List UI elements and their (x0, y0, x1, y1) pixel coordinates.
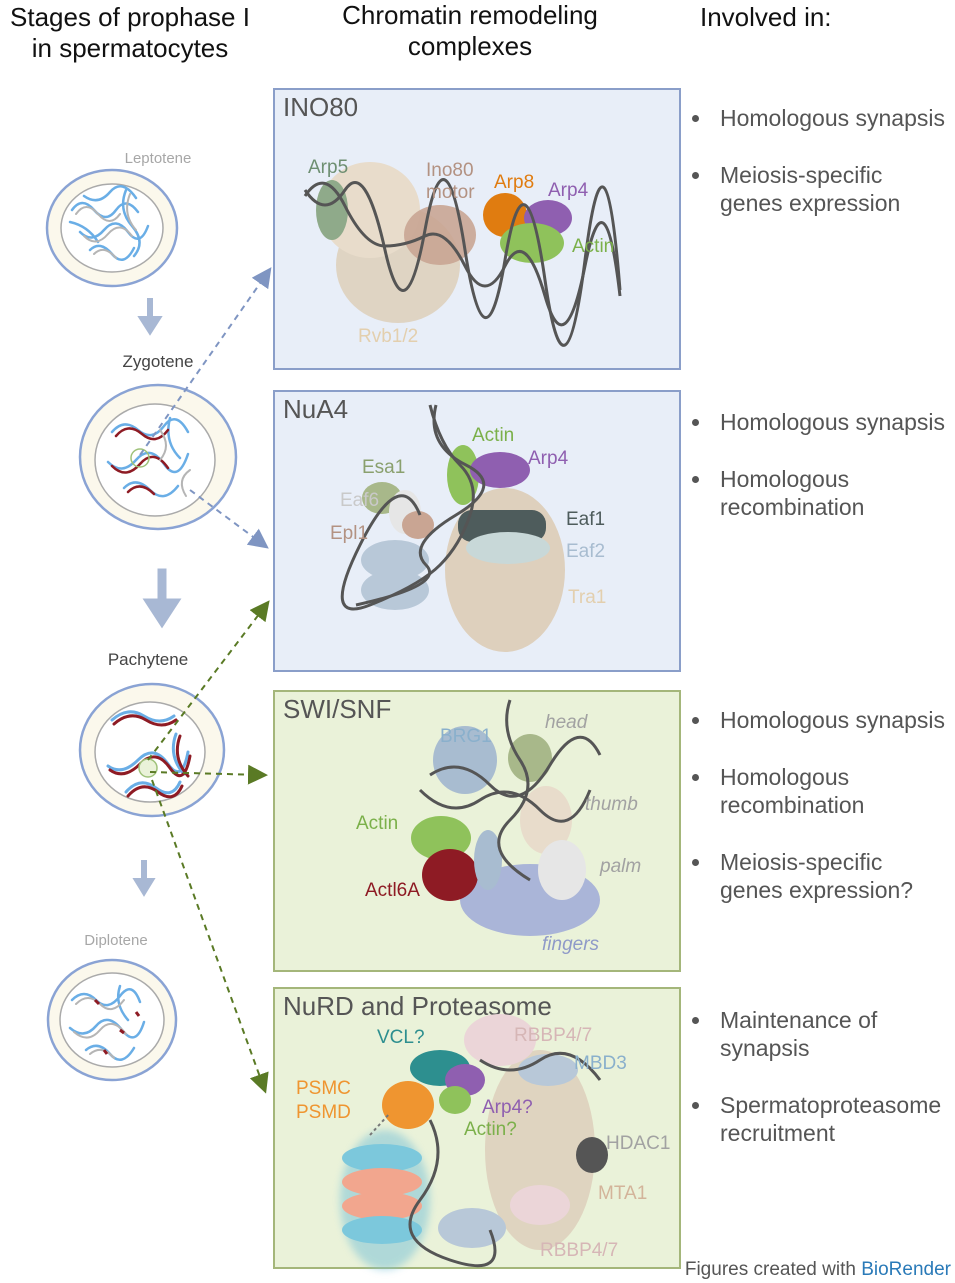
label-arp4-nua4: Arp4 (528, 448, 569, 469)
label-head: head (545, 712, 588, 733)
involved-list-nua4: Homologous synapsis Homologous recombina… (690, 408, 950, 550)
bullet-icon (692, 1017, 699, 1024)
label-epl1: Epl1 (330, 523, 369, 544)
stages-header-line2: in spermatocytes (31, 33, 229, 63)
arrow-zygotene-to-ino80 (139, 267, 272, 456)
stages-header-line1: Stages of prophase I (10, 2, 250, 32)
label-mbd3: MBD3 (574, 1053, 627, 1074)
bullet-icon (692, 1102, 699, 1109)
stage-label-leptotene: Leptotene (124, 150, 192, 167)
list-item: Homologous recombination (690, 465, 950, 521)
complexes-header: Chromatin remodeling complexes (300, 0, 640, 62)
arrow-pachytene-to-swisnf (149, 764, 268, 785)
list-item: Homologous synapsis (690, 706, 950, 734)
label-arp4-nurd: Arp4? (482, 1097, 533, 1118)
list-item: Homologous synapsis (690, 408, 950, 436)
credit-prefix: Figures created with (684, 1259, 862, 1280)
label-thumb: thumb (585, 794, 638, 815)
label-rvb: Rvb1/2 (358, 326, 419, 347)
list-item: Meiosis-specific genes expression (690, 161, 950, 217)
label-esa1: Esa1 (362, 457, 406, 478)
bullet-icon (692, 774, 699, 781)
label-eaf2: Eaf2 (566, 541, 606, 562)
label-fingers: fingers (542, 934, 600, 955)
bullet-icon (692, 172, 699, 179)
label-tra1: Tra1 (568, 587, 607, 608)
label-actin-swisnf: Actin (356, 813, 399, 834)
involved-text: Homologous synapsis (720, 409, 946, 435)
involved-text: Meiosis-specific genes expression? (720, 849, 914, 903)
panel-title-swisnf: SWI/SNF (283, 694, 392, 724)
involved-text: Homologous recombination (720, 466, 865, 520)
label-brg1: BRG1 (440, 726, 492, 747)
stages-header: Stages of prophase I in spermatocytes (0, 2, 260, 64)
label-ino80-line2: motor (426, 182, 475, 203)
involved-text: Maintenance of synapsis (720, 1007, 878, 1061)
complexes-header-line1: Chromatin remodeling (342, 0, 598, 30)
involved-text: Homologous synapsis (720, 707, 946, 733)
label-psmc: PSMC (296, 1078, 351, 1099)
label-actin-nurd: Actin? (464, 1119, 517, 1140)
panel-title-nua4: NuA4 (283, 394, 349, 424)
bullet-icon (692, 115, 699, 122)
label-actin-ino80: Actin (572, 236, 615, 257)
label-arp4-ino80: Arp4 (548, 180, 589, 201)
label-rbbp-top: RBBP4/7 (514, 1025, 593, 1046)
label-eaf6: Eaf6 (340, 490, 380, 511)
label-rbbp-bot: RBBP4/7 (540, 1240, 619, 1261)
protein-complex-icon-nurd (340, 1014, 608, 1270)
involved-text: Spermatoproteasome recruitment (720, 1092, 942, 1146)
protein-complex-icon-swisnf (411, 699, 602, 936)
involved-text: Homologous recombination (720, 764, 865, 818)
arrow-down-icon-2 (142, 568, 182, 629)
label-arp8: Arp8 (494, 172, 535, 193)
label-hdac1: HDAC1 (606, 1133, 671, 1154)
involved-text: Meiosis-specific genes expression (720, 162, 901, 216)
cell-nucleus-icon-pachytene (78, 682, 226, 818)
list-item: Spermatoproteasome recruitment (690, 1091, 950, 1147)
involved-text: Homologous synapsis (720, 105, 946, 131)
label-ino80-line1: Ino80 (426, 160, 474, 181)
cell-nucleus-icon-diplotene (46, 958, 178, 1082)
label-vcl: VCL? (377, 1027, 425, 1048)
biorender-link[interactable]: BioRender (861, 1259, 951, 1280)
label-palm: palm (600, 856, 642, 877)
label-actin-nua4: Actin (472, 425, 515, 446)
bullet-icon (692, 717, 699, 724)
list-item: Meiosis-specific genes expression? (690, 848, 950, 904)
protein-complex-icon-nua4 (340, 404, 565, 652)
protein-complex-icon-ino80 (303, 162, 622, 347)
involved-list-ino80: Homologous synapsis Meiosis-specific gen… (690, 104, 950, 246)
list-item: Homologous synapsis (690, 104, 950, 132)
bullet-icon (692, 419, 699, 426)
arrow-down-icon-3 (132, 860, 156, 897)
label-actl6a: Actl6A (365, 880, 420, 901)
label-psmd: PSMD (296, 1102, 351, 1123)
bullet-icon (692, 476, 699, 483)
list-item: Maintenance of synapsis (690, 1006, 950, 1062)
involved-list-swisnf: Homologous synapsis Homologous recombina… (690, 706, 950, 933)
panel-title-ino80: INO80 (283, 92, 359, 122)
involved-list-nurd: Maintenance of synapsis Spermatoproteaso… (690, 1006, 950, 1176)
stage-label-zygotene: Zygotene (122, 352, 194, 371)
stage-label-diplotene: Diplotene (84, 932, 148, 949)
cell-nucleus-icon-leptotene (45, 168, 179, 288)
cell-nucleus-icon-zygotene (78, 383, 238, 531)
arrow-zygotene-to-nua4 (189, 489, 269, 549)
arrow-down-icon-1 (137, 298, 163, 336)
complexes-header-line2: complexes (407, 31, 533, 61)
stage-label-pachytene: Pachytene (107, 650, 189, 669)
involved-header: Involved in: (700, 2, 832, 32)
label-eaf1: Eaf1 (566, 509, 606, 530)
bullet-icon (692, 859, 699, 866)
list-item: Homologous recombination (690, 763, 950, 819)
credit-line: Figures created with BioRender (685, 1259, 951, 1281)
label-mta1: MTA1 (598, 1183, 648, 1204)
label-arp5: Arp5 (308, 157, 349, 178)
